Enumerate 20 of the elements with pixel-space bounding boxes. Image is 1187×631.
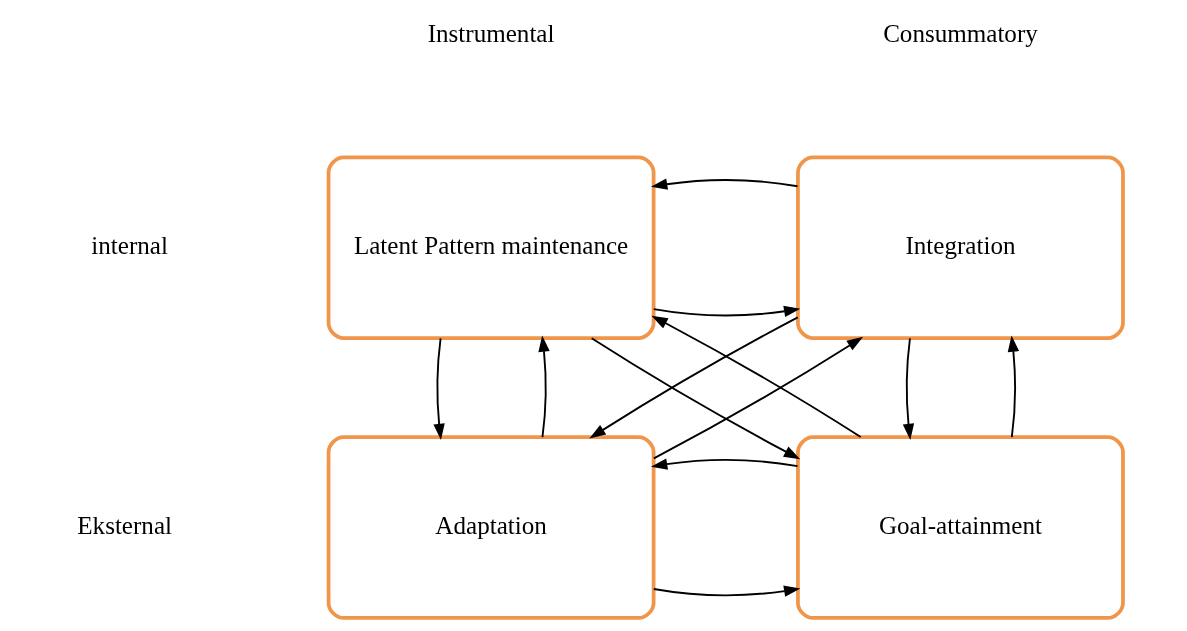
label: Eksternal [76, 511, 172, 539]
label: Instrumental [427, 19, 554, 47]
arrow [652, 336, 863, 460]
arrow [650, 458, 798, 470]
node-box: Goal-attainment [795, 435, 1125, 620]
arrow [432, 337, 445, 441]
arrow [537, 335, 550, 439]
label: internal [90, 232, 168, 260]
arrow [590, 337, 800, 460]
arrow [650, 178, 798, 190]
arrow [652, 585, 800, 597]
label: Consummatory [882, 19, 1038, 47]
arrow [588, 316, 799, 439]
node-box: Adaptation [326, 435, 655, 620]
arrow [902, 337, 914, 441]
node-box: Latent Pattern maintenance [326, 155, 655, 340]
node-box: Integration [795, 155, 1125, 340]
arrow [1007, 335, 1019, 439]
arrow [650, 315, 862, 438]
arrow [652, 305, 800, 317]
